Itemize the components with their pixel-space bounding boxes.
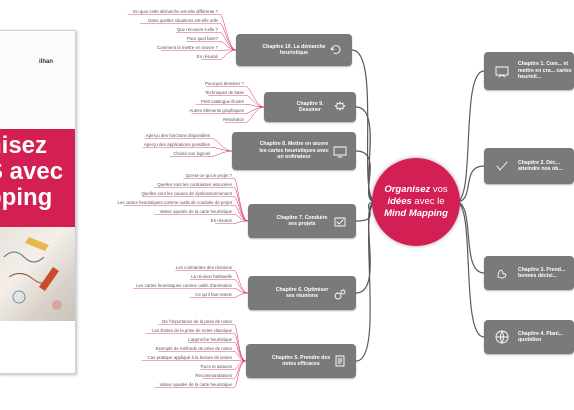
chapter-5-leaf-6[interactable]: Trucs et astuces [199, 364, 232, 369]
chapter-7-label: Chapitre 7. Conduire ses projets [276, 214, 328, 227]
chapter-8-label: Chapitre 8. Mettre en œuvre les cartes h… [259, 141, 329, 161]
chapter-9-leaf-4[interactable]: Autres éléments graphiques [189, 108, 244, 113]
chapter-10-leaf-3[interactable]: Que recouvre-t-elle ? [176, 27, 218, 32]
chapter-8-node[interactable]: Chapitre 8. Mettre en œuvre les cartes h… [232, 132, 356, 170]
chapter-4-label: Chapitre 4. Plani... quotidien [518, 330, 563, 343]
central-topic-line-1: Organisez vos [384, 184, 447, 196]
central-topic-line-2: idées avec le [387, 196, 444, 208]
chapter-10-leaf-5[interactable]: Comment la mettre en œuvre ? [156, 45, 218, 50]
hand-icon [497, 269, 507, 279]
chapter-8-leaf-3[interactable]: Choisir son logiciel [173, 151, 210, 156]
book-cover: ilhan nisez S avec pping [0, 30, 76, 374]
chapter-7-leaf-3[interactable]: Quelles sont les causes de dysfonctionne… [141, 191, 232, 196]
chapter-9-leaf-1[interactable]: Pourquoi dessiner ? [204, 81, 244, 86]
central-topic-word-idees: idées [387, 196, 412, 207]
chapter-10-label: Chapitre 10. La démarche heuristique [262, 43, 326, 56]
chapter-6-label: Chapitre 6. Optimiser ses réunions [275, 286, 329, 299]
central-topic[interactable]: Organisez vos idées avec le Mind Mapping [372, 158, 460, 246]
chapter-7-leaf-4[interactable]: Les cartes heuristiques comme outils de … [117, 200, 232, 205]
globe-icon [495, 330, 509, 344]
chapter-10-leaf-1[interactable]: En quoi cette démarche est-elle différen… [133, 9, 218, 14]
chapter-9-label: Chapitre 9. Dessiner [296, 100, 324, 113]
refresh-icon [330, 45, 341, 54]
chapter-10-leaf-6[interactable]: En résumé [196, 54, 218, 59]
chapter-7-leaf-6[interactable]: En résumé [210, 218, 232, 223]
chapter-7-leaf-1[interactable]: Qu'est-ce qu'un projet ? [185, 173, 232, 178]
chapter-6-leaf-2[interactable]: La réunion habituelle [191, 274, 232, 279]
note-icon [335, 355, 345, 367]
gears-icon [334, 289, 346, 300]
gear-icon [334, 101, 346, 111]
chapter-5-leaf-2[interactable]: Les limites de la prise de notes classiq… [152, 328, 232, 333]
chapter-1-node[interactable]: Chapitre 1. Com... et mettre en cra... c… [484, 52, 574, 90]
chapter-2-label: Chapitre 2. Déc... atteindre nos ob... [518, 159, 563, 172]
chapter-7-leaf-5[interactable]: Valeur ajoutée de la carte heuristique [159, 209, 232, 214]
book-title-band: nisez S avec pping [0, 129, 75, 227]
chapter-5-leaf-8[interactable]: Valeur ajoutée de la carte heuristique [159, 382, 232, 387]
chapter-5-leaf-4[interactable]: Exemple de méthode de prise de notes [155, 346, 232, 351]
chapter-6-leaf-1[interactable]: Les contraintes des réunions [175, 265, 232, 270]
chapter-4-node[interactable]: Chapitre 4. Plani... quotidien [484, 320, 574, 354]
book-title-line-1: nisez [0, 132, 48, 159]
book-title-line-3: pping [0, 184, 53, 211]
chapter-10-leaf-4[interactable]: Pour quel faire? [187, 36, 218, 41]
central-topic-word-mind-mapping: Mind Mapping [384, 208, 448, 219]
chapter-9-node[interactable]: Chapitre 9. Dessiner [264, 92, 356, 122]
book-footer [0, 321, 75, 373]
chapter-10-leaf-2[interactable]: Dans quelles situations est-elle utile [148, 18, 218, 23]
central-topic-word-avec-le: avec le [414, 196, 445, 207]
chapter-3-node[interactable]: Chapitre 3. Prend... bonnes décisi... [484, 256, 574, 290]
central-topic-word-vos: vos [432, 184, 448, 195]
chapter-6-leaf-3[interactable]: Les cartes heuristiques comme outils d'a… [136, 283, 232, 288]
book-author: ilhan [39, 59, 54, 65]
project-icon [334, 217, 346, 227]
chapter-3-label: Chapitre 3. Prend... bonnes décisi... [518, 266, 566, 279]
chapter-8-leaf-2[interactable]: Aperçu des applications possibles [143, 142, 210, 147]
chapter-5-leaf-1[interactable]: De l'importance de la prise de notes [162, 319, 232, 324]
monitor-icon [333, 146, 347, 158]
chapter-6-node[interactable]: Chapitre 6. Optimiser ses réunions [248, 276, 356, 310]
central-topic-line-3: Mind Mapping [384, 208, 448, 220]
board-icon [495, 66, 509, 78]
chapter-5-label: Chapitre 5. Prendre des notes efficaces [271, 354, 331, 367]
chapter-5-leaf-7[interactable]: Recommandations [195, 373, 232, 378]
chapter-6-leaf-4[interactable]: Ce qu'il faut retenir [195, 292, 232, 297]
chapter-5-leaf-3[interactable]: L'approche heuristique [187, 337, 232, 342]
chapter-8-leaf-1[interactable]: Aperçu des fonctions disponibles [145, 133, 210, 138]
book-title: nisez S avec pping [0, 133, 63, 211]
chapter-9-leaf-5[interactable]: Résolution [223, 117, 244, 122]
chapter-9-leaf-3[interactable]: Petit catalogue illustré [201, 99, 244, 104]
central-topic-word-organisez: Organisez [384, 184, 431, 195]
chapter-7-leaf-2[interactable]: Quelles sont les contraintes associées [157, 182, 232, 187]
chapter-7-node[interactable]: Chapitre 7. Conduire ses projets [248, 204, 356, 238]
chapter-2-node[interactable]: Chapitre 2. Déc... atteindre nos ob... [484, 148, 574, 184]
chapter-5-leaf-5[interactable]: Cas pratique appliqué à la lecture de te… [147, 355, 232, 360]
chapter-10-node[interactable]: Chapitre 10. La démarche heuristique [236, 34, 352, 66]
book-title-line-2: S avec [0, 158, 64, 185]
chapter-5-node[interactable]: Chapitre 5. Prendre des notes efficaces [246, 344, 356, 378]
chapter-1-label: Chapitre 1. Com... et mettre en cra... c… [518, 61, 572, 81]
book-cover-photo [0, 227, 75, 321]
chapter-9-leaf-2[interactable]: Techniques de base [204, 90, 244, 95]
check-icon [496, 161, 508, 171]
